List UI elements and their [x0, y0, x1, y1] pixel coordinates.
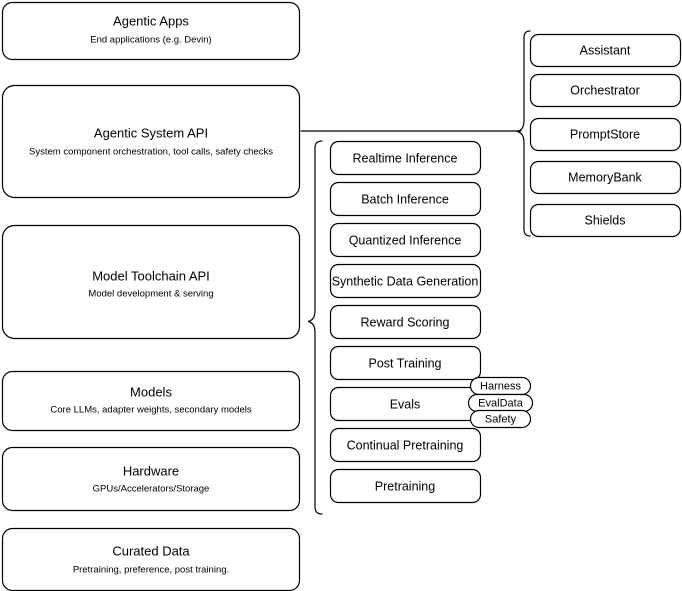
pill-box	[469, 409, 532, 429]
capability-post-training[interactable]: Post Training	[329, 345, 482, 381]
component-orchestrator[interactable]: Orchestrator	[529, 73, 682, 108]
layer-model-toolchain-api[interactable]: Model Toolchain API Model development & …	[1, 224, 301, 340]
layer-box	[1, 527, 301, 591]
eval-subcomponent-harness[interactable]: Harness	[469, 376, 532, 396]
layer-agentic-apps[interactable]: Agentic Apps End applications (e.g. Devi…	[1, 1, 301, 61]
component-label: PromptStore	[570, 127, 640, 141]
component-box	[529, 73, 682, 108]
capability-label: Pretraining	[375, 479, 435, 493]
component-label: MemoryBank	[568, 170, 642, 184]
capability-synthetic-data-generation[interactable]: Synthetic Data Generation	[329, 263, 482, 299]
capability-label: Evals	[390, 397, 421, 411]
layer-title: Model Toolchain API	[92, 268, 210, 283]
capability-box	[329, 140, 482, 176]
layer-subtitle: Model development & serving	[88, 289, 213, 300]
layer-models[interactable]: Models Core LLMs, adapter weights, secon…	[1, 370, 301, 432]
capability-box	[329, 304, 482, 340]
component-label: Assistant	[580, 43, 631, 57]
component-promptstore[interactable]: PromptStore	[529, 117, 682, 152]
eval-subcomponent-evaldata[interactable]: EvalData	[467, 393, 534, 413]
capability-box	[329, 468, 482, 504]
component-memorybank[interactable]: MemoryBank	[529, 160, 682, 195]
toolchain-capability-column: Realtime Inference Batch Inference Quant…	[329, 140, 482, 504]
pill-label: Harness	[480, 380, 521, 392]
pill-label: EvalData	[478, 397, 524, 409]
layer-hardware[interactable]: Hardware GPUs/Accelerators/Storage	[1, 446, 301, 512]
capability-label: Realtime Inference	[353, 151, 458, 165]
layer-curated-data[interactable]: Curated Data Pretraining, preference, po…	[1, 527, 301, 591]
brace-agentic-system-components	[516, 30, 531, 237]
capability-box	[329, 222, 482, 258]
layer-subtitle: Core LLMs, adapter weights, secondary mo…	[50, 405, 251, 416]
capability-label: Continual Pretraining	[347, 438, 464, 452]
pill-label: Safety	[485, 413, 517, 425]
capability-reward-scoring[interactable]: Reward Scoring	[329, 304, 482, 340]
capability-quantized-inference[interactable]: Quantized Inference	[329, 222, 482, 258]
capability-label: Synthetic Data Generation	[332, 274, 479, 288]
layer-subtitle: Pretraining, preference, post training.	[73, 565, 229, 576]
layer-title: Agentic Apps	[113, 13, 189, 28]
layer-box	[1, 446, 301, 512]
layer-title: Hardware	[123, 463, 179, 478]
agentic-component-column: Assistant Orchestrator PromptStore Memor…	[529, 33, 682, 238]
layer-title: Agentic System API	[94, 125, 208, 140]
brace-toolchain-capabilities	[307, 140, 323, 515]
component-label: Shields	[585, 213, 626, 227]
layer-title: Curated Data	[112, 543, 190, 558]
layer-box	[1, 84, 301, 199]
component-label: Orchestrator	[570, 83, 639, 97]
component-assistant[interactable]: Assistant	[529, 33, 682, 68]
eval-subcomponent-safety[interactable]: Safety	[469, 409, 532, 429]
capability-label: Reward Scoring	[361, 315, 450, 329]
capability-realtime-inference[interactable]: Realtime Inference	[329, 140, 482, 176]
capability-label: Quantized Inference	[349, 233, 462, 247]
capability-label: Batch Inference	[361, 192, 449, 206]
layer-box	[1, 1, 301, 61]
component-box	[529, 117, 682, 152]
component-shields[interactable]: Shields	[529, 203, 682, 238]
capability-box	[329, 345, 482, 381]
layer-subtitle: GPUs/Accelerators/Storage	[93, 484, 210, 495]
layer-subtitle: End applications (e.g. Devin)	[90, 35, 211, 46]
capability-label: Post Training	[369, 356, 442, 370]
stack-layer-column: Agentic Apps End applications (e.g. Devi…	[1, 1, 301, 591]
capability-evals[interactable]: Evals	[329, 386, 482, 422]
capability-continual-pretraining[interactable]: Continual Pretraining	[329, 427, 482, 463]
layer-agentic-system-api[interactable]: Agentic System API System component orch…	[1, 84, 301, 199]
component-box	[529, 203, 682, 238]
component-box	[529, 33, 682, 68]
capability-box	[329, 181, 482, 217]
capability-box	[329, 263, 482, 299]
component-box	[529, 160, 682, 195]
layer-box	[1, 370, 301, 432]
capability-pretraining[interactable]: Pretraining	[329, 468, 482, 504]
capability-batch-inference[interactable]: Batch Inference	[329, 181, 482, 217]
layer-box	[1, 224, 301, 340]
layer-title: Models	[130, 384, 172, 399]
layer-subtitle: System component orchestration, tool cal…	[29, 147, 273, 158]
capability-box	[329, 427, 482, 463]
eval-subcomponent-group: Harness EvalData Safety	[467, 376, 534, 429]
